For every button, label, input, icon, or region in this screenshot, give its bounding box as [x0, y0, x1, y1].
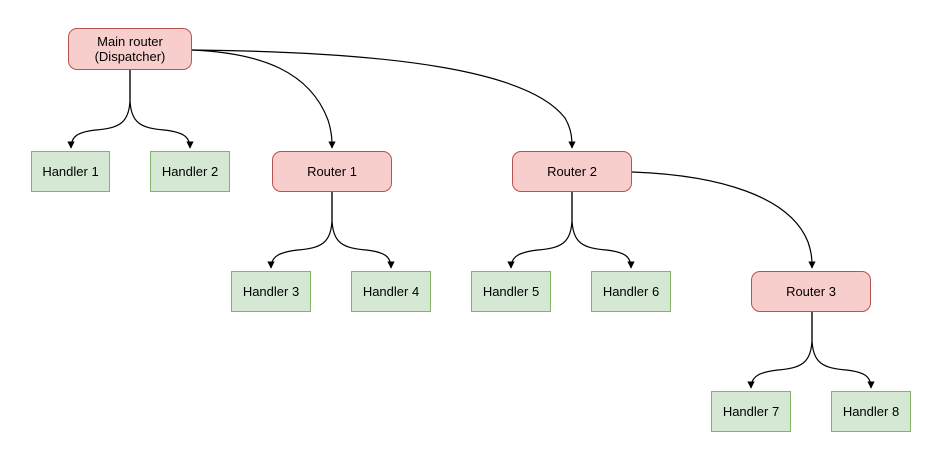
node-handler-5[interactable]: Handler 5: [471, 271, 551, 312]
node-label: Handler 5: [482, 284, 540, 299]
node-handler-3[interactable]: Handler 3: [231, 271, 311, 312]
node-router-2[interactable]: Router 2: [512, 151, 632, 192]
edge-main-to-router1: [191, 49, 336, 149]
node-label: Handler 7: [722, 404, 780, 419]
edge-router1-to-handler4: [331, 192, 395, 269]
node-label: Main router (Dispatcher): [94, 34, 166, 64]
node-label: Router 1: [307, 164, 357, 179]
node-label: Handler 8: [842, 404, 900, 419]
node-handler-7[interactable]: Handler 7: [711, 391, 791, 432]
node-label: Handler 2: [161, 164, 219, 179]
edge-router2-to-router3: [631, 171, 816, 269]
node-label: Handler 3: [242, 284, 300, 299]
node-router-3[interactable]: Router 3: [751, 271, 871, 312]
edge-router2-to-handler5: [507, 192, 573, 269]
node-label: Handler 1: [42, 164, 99, 179]
node-main-router[interactable]: Main router (Dispatcher): [68, 28, 192, 70]
node-label: Handler 6: [602, 284, 660, 299]
edge-router3-to-handler8: [811, 312, 875, 389]
node-handler-2[interactable]: Handler 2: [150, 151, 230, 192]
node-handler-4[interactable]: Handler 4: [351, 271, 431, 312]
node-handler-6[interactable]: Handler 6: [591, 271, 671, 312]
node-label: Router 2: [547, 164, 597, 179]
node-label: Router 3: [786, 284, 836, 299]
node-handler-1[interactable]: Handler 1: [31, 151, 110, 192]
edge-main-to-router2: [191, 49, 576, 149]
edge-main-to-handler2: [129, 70, 194, 149]
edge-router3-to-handler7: [747, 312, 813, 389]
edge-router2-to-handler6: [571, 192, 635, 269]
edge-main-to-handler1: [67, 70, 131, 149]
node-label: Handler 4: [362, 284, 420, 299]
edge-router1-to-handler3: [267, 192, 333, 269]
node-router-1[interactable]: Router 1: [272, 151, 392, 192]
node-handler-8[interactable]: Handler 8: [831, 391, 911, 432]
